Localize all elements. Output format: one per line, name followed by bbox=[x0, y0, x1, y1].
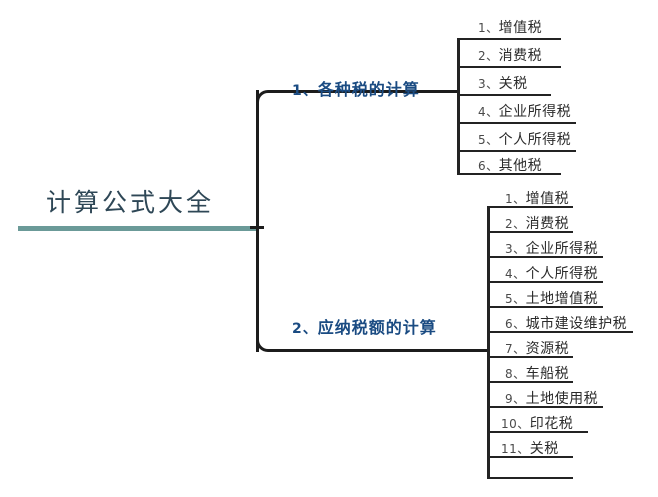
branch-1-child-2-number: 3、 bbox=[478, 77, 499, 91]
branch-2-child-7-number: 8、 bbox=[505, 367, 526, 381]
branch-2-child-1-number: 2、 bbox=[505, 217, 526, 231]
branch-2-sep-0 bbox=[487, 206, 573, 208]
branch-1-sep-2 bbox=[457, 94, 551, 96]
branch-2-child-1[interactable]: 2、消费税 bbox=[505, 213, 569, 233]
branch-1-sep-3 bbox=[457, 122, 576, 124]
branch-1-sep-5 bbox=[457, 173, 561, 175]
trunk-corner-bottom bbox=[256, 338, 270, 352]
branch-2-sep-10 bbox=[487, 456, 573, 458]
branch-2-child-0-number: 1、 bbox=[505, 192, 526, 206]
trunk-corner-top bbox=[256, 90, 270, 104]
branch-2-child-3-number: 4、 bbox=[505, 267, 526, 281]
branch-2-child-3-label: 个人所得税 bbox=[525, 266, 599, 282]
branch-2-sep-6 bbox=[487, 356, 573, 358]
branch-1-child-3[interactable]: 4、企业所得税 bbox=[478, 101, 571, 121]
branch-2-child-9-label: 印花税 bbox=[529, 416, 574, 432]
branch-2-number: 2、 bbox=[292, 321, 318, 337]
branch-1-sep-4 bbox=[457, 150, 576, 152]
branch-2-child-0-label: 增值税 bbox=[525, 191, 570, 207]
branch-2-sep-4 bbox=[487, 306, 603, 308]
branch-2-child-2-label: 企业所得税 bbox=[525, 241, 599, 257]
branch-1-child-4-number: 5、 bbox=[478, 133, 499, 147]
branch-2-child-2[interactable]: 3、企业所得税 bbox=[505, 238, 598, 258]
branch-1-sep-1 bbox=[457, 66, 561, 68]
branch-2-child-6[interactable]: 7、资源税 bbox=[505, 338, 569, 358]
branch-1-child-5-label: 其他税 bbox=[498, 158, 543, 174]
branch-2-child-2-number: 3、 bbox=[505, 242, 526, 256]
branch-2-sep-5 bbox=[487, 331, 633, 333]
branch-1-child-1-number: 2、 bbox=[478, 49, 499, 63]
branch-1-child-1-label: 消费税 bbox=[498, 48, 543, 64]
branch-2-child-7-label: 车船税 bbox=[525, 366, 570, 382]
branch-2-child-6-number: 7、 bbox=[505, 342, 526, 356]
branch-2-child-5-number: 6、 bbox=[505, 317, 526, 331]
branch-2-child-9[interactable]: 10、印花税 bbox=[501, 413, 573, 433]
branch-2-child-1-label: 消费税 bbox=[525, 216, 570, 232]
branch-2-child-0[interactable]: 1、增值税 bbox=[505, 188, 569, 208]
branch-2-child-4-number: 5、 bbox=[505, 292, 526, 306]
root-underline bbox=[18, 226, 256, 231]
branch-2-sep-7 bbox=[487, 381, 573, 383]
branch-2-child-6-label: 资源税 bbox=[525, 341, 570, 357]
branch-1-child-0-label: 增值税 bbox=[498, 20, 543, 36]
root-title: 计算公式大全 bbox=[46, 188, 215, 217]
trunk-arm-bottom bbox=[268, 349, 487, 352]
branch-2-text: 应纳税额的计算 bbox=[317, 318, 437, 337]
branch-2-child-4[interactable]: 5、土地增值税 bbox=[505, 288, 598, 308]
branch-2-child-8-label: 土地使用税 bbox=[525, 391, 599, 407]
branch-2-sep-3 bbox=[487, 281, 603, 283]
branch-1-child-4-label: 个人所得税 bbox=[498, 132, 572, 148]
branch-2-child-8[interactable]: 9、土地使用税 bbox=[505, 388, 598, 408]
branch-2-child-8-number: 9、 bbox=[505, 392, 526, 406]
branch-2-child-3[interactable]: 4、个人所得税 bbox=[505, 263, 598, 283]
branch-1-child-2[interactable]: 3、关税 bbox=[478, 73, 528, 93]
branch-1-child-3-number: 4、 bbox=[478, 105, 499, 119]
branch-label-2[interactable]: 2、应纳税额的计算 bbox=[292, 314, 437, 338]
branch-2-sep-11 bbox=[487, 477, 573, 479]
trunk-vertical-line bbox=[256, 90, 259, 352]
branch-1-child-5-number: 6、 bbox=[478, 159, 499, 173]
branch-1-child-1[interactable]: 2、消费税 bbox=[478, 45, 542, 65]
branch-2-child-10-label: 关税 bbox=[529, 441, 559, 457]
branch-2-child-5[interactable]: 6、城市建设维护税 bbox=[505, 313, 627, 333]
branch-2-child-10-number: 11、 bbox=[501, 442, 530, 456]
branch-2-sep-9 bbox=[487, 431, 588, 433]
branch-1-number: 1、 bbox=[292, 83, 318, 99]
branch-label-1[interactable]: 1、各种税的计算 bbox=[292, 76, 420, 100]
branch-1-child-0-number: 1、 bbox=[478, 21, 499, 35]
branch-2-sep-2 bbox=[487, 256, 603, 258]
branch-1-child-4[interactable]: 5、个人所得税 bbox=[478, 129, 571, 149]
branch-1-child-0[interactable]: 1、增值税 bbox=[478, 17, 542, 37]
branch-2-spine bbox=[487, 206, 490, 477]
branch-2-child-7[interactable]: 8、车船税 bbox=[505, 363, 569, 383]
branch-2-sep-8 bbox=[487, 406, 603, 408]
branch-1-spine bbox=[457, 38, 460, 173]
branch-2-child-4-label: 土地增值税 bbox=[525, 291, 599, 307]
branch-1-child-3-label: 企业所得税 bbox=[498, 104, 572, 120]
branch-1-sep-0 bbox=[457, 38, 561, 40]
branch-2-child-9-number: 10、 bbox=[501, 417, 530, 431]
trunk-arm-top bbox=[268, 90, 458, 93]
branch-2-child-5-label: 城市建设维护税 bbox=[525, 316, 628, 332]
branch-1-text: 各种税的计算 bbox=[317, 80, 420, 99]
branch-1-child-5[interactable]: 6、其他税 bbox=[478, 155, 542, 175]
branch-1-child-2-label: 关税 bbox=[498, 76, 528, 92]
branch-2-child-10[interactable]: 11、关税 bbox=[501, 438, 559, 458]
branch-2-sep-1 bbox=[487, 231, 573, 233]
